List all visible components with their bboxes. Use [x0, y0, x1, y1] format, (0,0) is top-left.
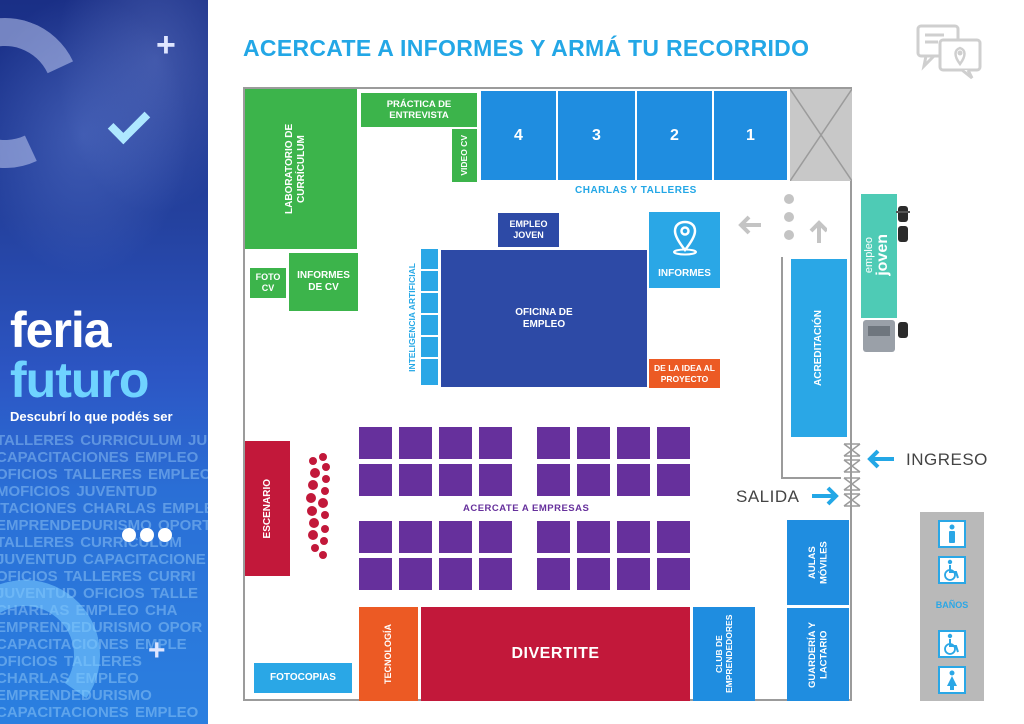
company-stand: [439, 427, 472, 459]
zone-video-cv: VIDEO CV: [452, 129, 477, 182]
label-ingreso: INGRESO: [906, 450, 988, 469]
company-stand: [399, 427, 432, 459]
zone-guarderia-lactario: GUARDERÍA Y LACTARIO: [787, 608, 849, 701]
crowd-photo: [0, 0, 208, 300]
company-stand: [537, 558, 570, 590]
company-stand: [537, 427, 570, 459]
zone-foto-cv: FOTO CV: [250, 268, 286, 298]
salida-arrow-icon: [812, 486, 839, 506]
zone-oficina-empleo: OFICINA DE EMPLEO: [441, 250, 647, 387]
company-stand: [577, 521, 610, 553]
room-4: 4: [481, 91, 556, 180]
background-words: TALLERES CURRICULUM JU CAPACITACIONES EM…: [0, 432, 208, 721]
zone-divertite: DIVERTITE: [421, 607, 690, 701]
zone-escenario: ESCENARIO: [245, 441, 290, 576]
truck-brand: empleo joven: [862, 234, 891, 276]
room-2: 2: [637, 91, 712, 180]
company-stand: [479, 521, 512, 553]
promo-panel: + feria futuro Descubrí lo que podés ser…: [0, 0, 208, 724]
page-title: ACERCATE A INFORMES Y ARMÁ TU RECORRIDO: [243, 35, 810, 61]
company-stand: [439, 521, 472, 553]
accessible-icon: [938, 630, 966, 658]
company-stand: [577, 558, 610, 590]
zone-laboratorio: LABORATORIO DE CURRÍCULUM: [245, 89, 357, 249]
logo-feria: feria: [10, 302, 112, 358]
company-stand: [399, 558, 432, 590]
company-stand: [359, 521, 392, 553]
company-stand: [577, 427, 610, 459]
company-stand: [399, 521, 432, 553]
company-stand: [617, 521, 650, 553]
company-stand: [657, 464, 690, 496]
floor-plan: LABORATORIO DE CURRÍCULUM PRÁCTICA DE EN…: [243, 87, 852, 701]
female-icon: [938, 666, 966, 694]
label-charlas: CHARLAS Y TALLERES: [575, 185, 697, 196]
company-stand: [537, 464, 570, 496]
company-stand: [537, 521, 570, 553]
label-inteligencia-artificial: INTELIGENCIA ARTIFICIAL: [406, 262, 417, 372]
company-stand: [617, 427, 650, 459]
dots-decoration: [122, 528, 176, 547]
label-banos: BAÑOS: [935, 600, 969, 610]
empleo-joven-truck: [861, 194, 910, 352]
zone-aulas-moviles: AULAS MÓVILES: [787, 520, 849, 605]
plus-icon-bottom: +: [148, 634, 166, 667]
room-3: 3: [558, 91, 635, 180]
turnstiles: [843, 443, 861, 507]
company-stand: [617, 464, 650, 496]
crossed-storage-area: [790, 89, 852, 181]
company-stand: [359, 558, 392, 590]
hall-line-horizontal: [781, 477, 841, 479]
company-stand: [617, 558, 650, 590]
company-stand: [359, 464, 392, 496]
company-stand: [657, 558, 690, 590]
company-stand: [657, 521, 690, 553]
company-stand: [577, 464, 610, 496]
accessible-icon: [938, 556, 966, 584]
zone-empleo-joven: EMPLEO JOVEN: [498, 213, 559, 247]
company-stand: [439, 558, 472, 590]
hall-line-vertical: [781, 257, 783, 479]
chat-location-icon: [916, 24, 982, 80]
company-stand: [399, 464, 432, 496]
logo-futuro: futuro: [10, 352, 149, 408]
room-1: 1: [714, 91, 787, 180]
banos-panel: BAÑOS: [920, 512, 984, 701]
company-stand: [479, 558, 512, 590]
location-pin-icon: [673, 220, 697, 256]
tagline: Descubrí lo que podés ser: [10, 409, 173, 424]
label-acercate-empresas: ACERCATE A EMPRESAS: [463, 503, 590, 514]
zone-club-emprendedores: CLUB DE EMPRENDEDORES: [693, 607, 755, 701]
label-salida: SALIDA: [736, 487, 800, 506]
zone-acreditacion[interactable]: ACREDITACIÓN: [791, 259, 847, 437]
company-stand: [479, 427, 512, 459]
company-stand: [479, 464, 512, 496]
zone-fotocopias: FOTOCOPIAS: [254, 663, 352, 693]
zone-tecnologia: TECNOLOGÍA: [359, 607, 418, 701]
zone-informes-cv: INFORMES DE CV: [289, 253, 358, 311]
company-stand: [657, 427, 690, 459]
ingreso-arrow-icon: [867, 449, 894, 469]
company-stand: [439, 464, 472, 496]
zone-practica-entrevista: PRÁCTICA DE ENTREVISTA: [361, 93, 477, 127]
zone-idea-proyecto: DE LA IDEA AL PROYECTO: [649, 359, 720, 388]
plus-icon: +: [156, 26, 176, 64]
male-icon: [938, 520, 966, 548]
company-stand: [359, 427, 392, 459]
audience-seats: [306, 453, 330, 559]
direction-arrows: [738, 194, 827, 243]
ia-stands: [421, 249, 438, 385]
zone-informes[interactable]: INFORMES: [649, 212, 720, 288]
